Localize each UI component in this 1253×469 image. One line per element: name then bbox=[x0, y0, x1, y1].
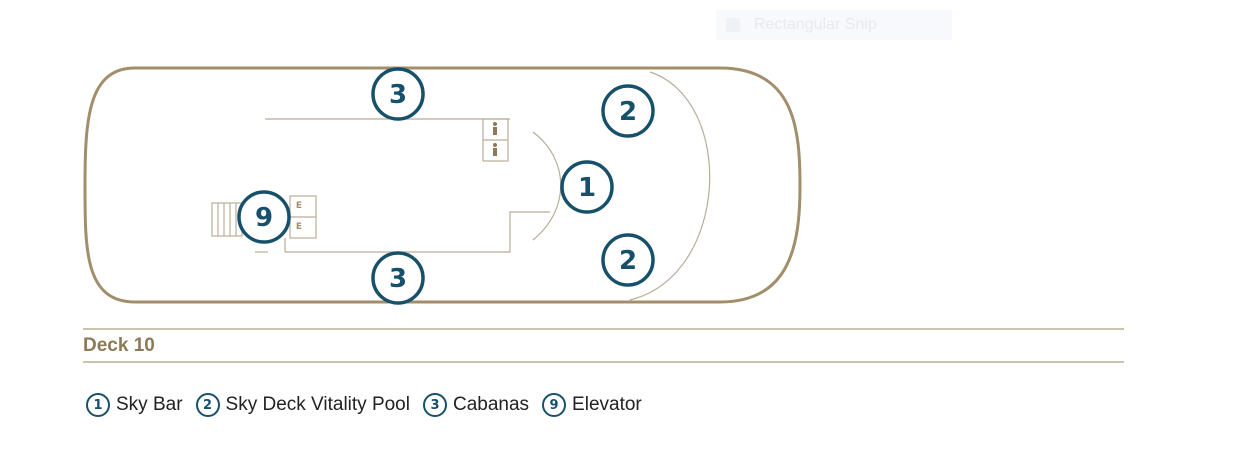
legend-item-elevator: 9 Elevator bbox=[542, 393, 642, 417]
deck-rule-top bbox=[83, 328, 1124, 330]
snip-label: Rectangular Snip bbox=[754, 16, 877, 33]
marker-elevator: 9 bbox=[237, 190, 291, 244]
legend-number: 9 bbox=[542, 393, 567, 417]
person-icon bbox=[493, 122, 497, 156]
elevator-label: E bbox=[296, 222, 302, 232]
legend-label: Cabanas bbox=[452, 394, 530, 415]
svg-text:2: 2 bbox=[619, 246, 637, 276]
svg-text:2: 2 bbox=[619, 97, 637, 127]
legend-label: Sky Deck Vitality Pool bbox=[225, 394, 410, 415]
marker-sky-bar: 1 bbox=[560, 160, 614, 214]
snip-icon bbox=[726, 18, 740, 32]
legend-number: 3 bbox=[422, 393, 447, 417]
elevator-label: E bbox=[296, 201, 302, 211]
marker-pool-lower: 2 bbox=[601, 233, 655, 287]
marker-cabanas-lower: 3 bbox=[371, 251, 425, 305]
marker-pool-upper: 2 bbox=[601, 84, 655, 138]
legend-label: Sky Bar bbox=[116, 394, 183, 415]
legend-number: 1 bbox=[86, 393, 110, 417]
deck-rule-bottom bbox=[83, 361, 1124, 363]
svg-text:9: 9 bbox=[255, 203, 273, 233]
snip-toolbar: Rectangular Snip bbox=[716, 10, 952, 40]
marker-cabanas-upper: 3 bbox=[371, 67, 425, 121]
ship-hull bbox=[83, 66, 802, 304]
svg-text:3: 3 bbox=[389, 80, 407, 110]
deck-plan: E E 3 2 1 2 3 9 bbox=[83, 66, 802, 305]
legend-number: 2 bbox=[195, 393, 220, 417]
svg-text:3: 3 bbox=[389, 264, 407, 294]
legend-label: Elevator bbox=[572, 394, 642, 415]
bow-inner-line bbox=[629, 71, 711, 301]
svg-text:1: 1 bbox=[578, 173, 596, 203]
legend: 1 Sky Bar 2 Sky Deck Vitality Pool 3 Cab… bbox=[86, 393, 655, 417]
legend-item-sky-bar: 1 Sky Bar bbox=[86, 393, 183, 417]
legend-item-pool: 2 Sky Deck Vitality Pool bbox=[195, 393, 410, 417]
deck-title: Deck 10 bbox=[83, 335, 155, 356]
legend-item-cabanas: 3 Cabanas bbox=[422, 393, 530, 417]
